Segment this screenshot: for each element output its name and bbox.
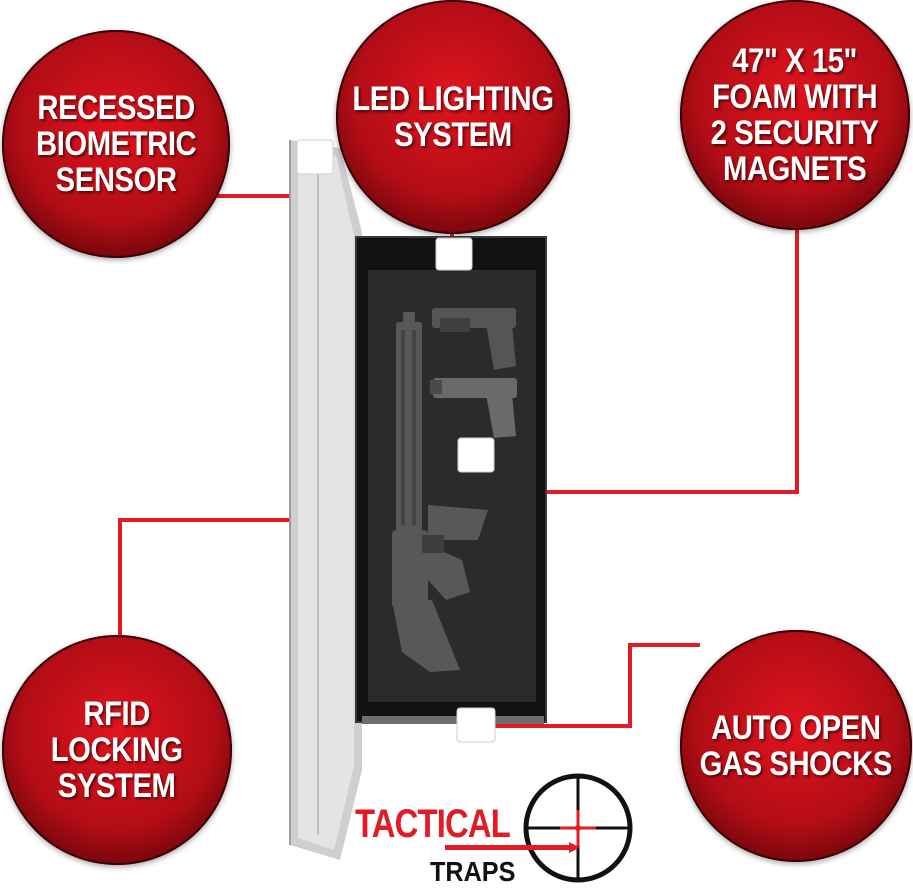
- connector-rfid: [118, 518, 290, 635]
- pistol-top: [432, 308, 516, 370]
- callout-shocks-label: AUTO OPEN GAS SHOCKS: [699, 709, 893, 783]
- rifle-silhouette: [392, 312, 488, 672]
- callout-rfid-label: RFID LOCKING SYSTEM: [51, 695, 183, 805]
- callout-rfid-locking: RFID LOCKING SYSTEM: [2, 635, 232, 865]
- callout-led-label: LED LIGHTING SYSTEM: [352, 80, 554, 154]
- bullet-icon: [445, 842, 580, 853]
- logo-traps: TRAPS: [430, 856, 516, 887]
- indicator-led: [435, 237, 473, 271]
- connector-shocks: [495, 643, 700, 728]
- crosshair-icon: [523, 773, 633, 883]
- indicator-biometric: [296, 139, 334, 175]
- pistol-middle: [430, 378, 517, 438]
- logo-tactical: TACTICAL: [355, 802, 511, 846]
- callout-foam-label: 47" X 15" FOAM WITH 2 SECURITY MAGNETS: [711, 42, 879, 188]
- callout-biometric-sensor: RECESSED BIOMETRIC SENSOR: [2, 30, 230, 258]
- indicator-foam: [457, 437, 495, 473]
- callout-biometric-label: RECESSED BIOMETRIC SENSOR: [35, 89, 197, 199]
- callout-foam-magnets: 47" X 15" FOAM WITH 2 SECURITY MAGNETS: [680, 0, 910, 230]
- callout-led-lighting: LED LIGHTING SYSTEM: [336, 0, 570, 234]
- safe-door: [289, 140, 362, 860]
- callout-gas-shocks: AUTO OPEN GAS SHOCKS: [680, 630, 912, 862]
- indicator-squares: [296, 139, 496, 743]
- indicator-shocks: [456, 707, 496, 743]
